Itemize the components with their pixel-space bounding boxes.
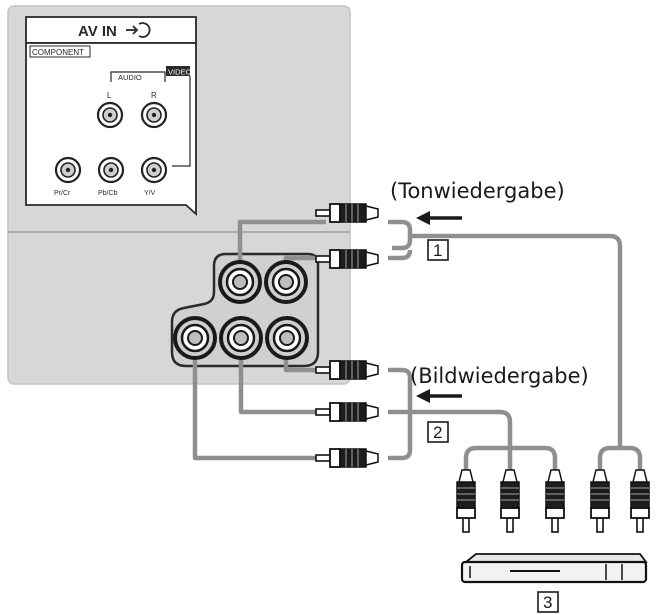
callout-3-box [537, 591, 559, 613]
plug-video-pb [315, 402, 379, 422]
panel-jack-audio-l[interactable] [96, 101, 124, 129]
device-plug-pb [500, 469, 520, 533]
callout-2-box [427, 421, 449, 443]
jack-pr-label: Pr/Cr [54, 190, 71, 197]
callout-1-box [427, 239, 449, 261]
plug-video-pr [315, 448, 379, 468]
cluster-jack-pr [173, 316, 217, 360]
left-arrow-icon [416, 389, 462, 403]
cluster-jack-pb [219, 316, 263, 360]
audio-right-label: R [151, 91, 157, 100]
component-label: COMPONENT [32, 48, 84, 57]
audio-left-label: L [107, 91, 112, 100]
left-arrow-icon [416, 211, 462, 225]
jack-y-label: Y/V [144, 190, 156, 197]
callout-2: 2 [433, 423, 442, 442]
video-label-box [166, 66, 190, 76]
device-plug-pr [456, 469, 476, 533]
cables [192, 219, 643, 470]
device-plug-audio-r [630, 469, 650, 533]
av-in-title: AV IN [78, 23, 117, 40]
dvd-player-icon [460, 553, 648, 584]
video-label: VIDEO [168, 68, 192, 77]
component-label-box [29, 45, 91, 58]
video-link-line [172, 76, 191, 167]
jack-pb-label: Pb/Cb [98, 190, 118, 197]
picture-label: (Bildwiedergabe) [410, 364, 589, 388]
panel-jack-pb[interactable] [97, 156, 125, 184]
panel-jack-y[interactable] [140, 156, 168, 184]
panel-jack-pr[interactable] [54, 156, 82, 184]
device-plug-y [545, 469, 565, 533]
panel-jack-audio-r[interactable] [140, 101, 168, 129]
cluster-jack-y [265, 316, 309, 360]
callout-3: 3 [543, 593, 552, 612]
cluster-jack-audio-r [264, 260, 308, 304]
av-in-header [25, 16, 197, 44]
audio-bracket [110, 71, 166, 82]
device-plug-audio-l [590, 469, 610, 533]
sound-label: (Tonwiedergabe) [390, 179, 565, 203]
callout-1: 1 [433, 241, 442, 260]
cluster-jack-audio-l [218, 260, 262, 304]
audio-label: AUDIO [118, 73, 142, 82]
input-arrow-icon [126, 22, 151, 38]
